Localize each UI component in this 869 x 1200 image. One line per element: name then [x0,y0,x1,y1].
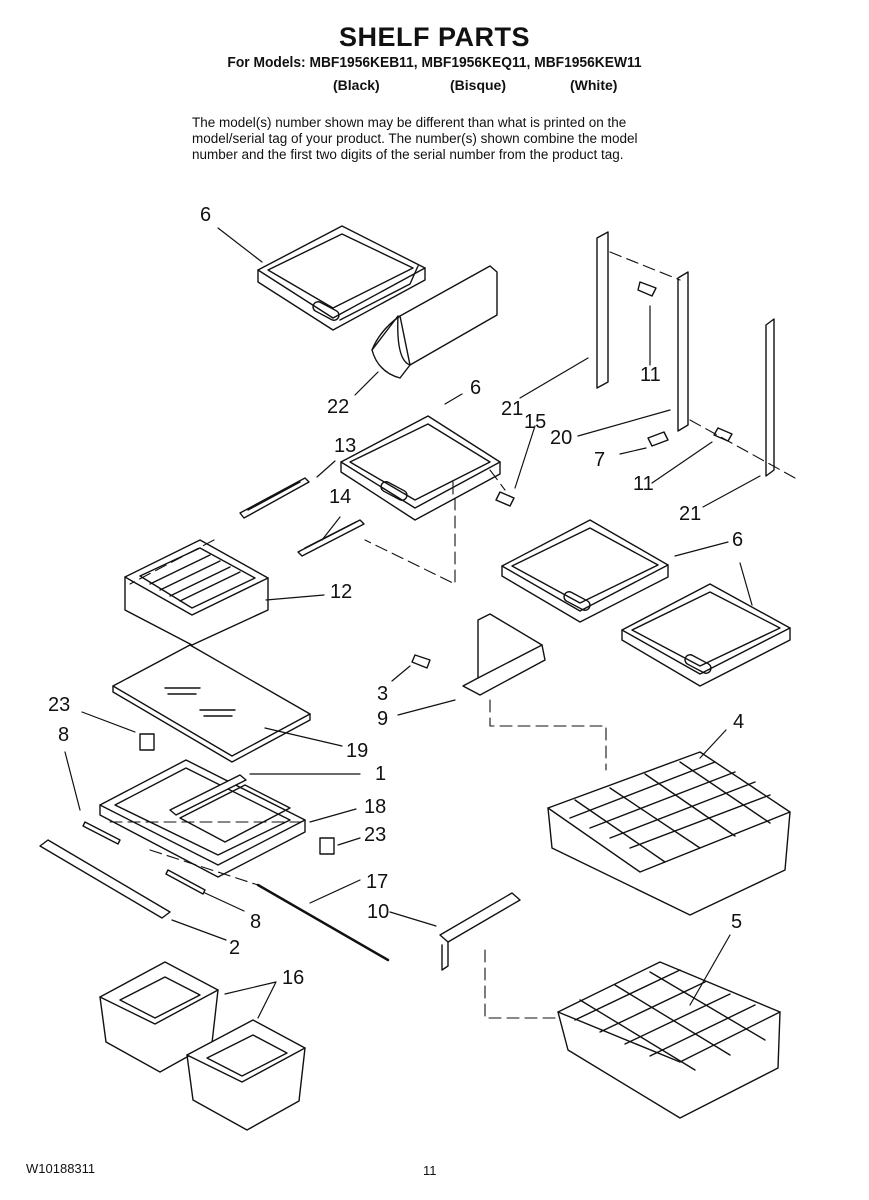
shelf-part-6-middle [340,415,501,521]
clip-part-23-right [319,837,335,855]
wire-basket-part-4 [547,751,791,916]
trim-part-2 [39,839,171,919]
callout-4: 4 [733,711,745,733]
slide-rail-part-14 [297,519,365,557]
screw-part-15 [495,491,515,507]
callout-19: 19 [346,740,369,762]
bracket-part-9 [462,613,546,696]
variant-bisque: (Bisque) [450,77,506,93]
slide-rail-part-13 [239,477,310,519]
callout-10: 10 [367,901,390,923]
screw-part-7 [647,431,669,447]
callout-22: 22 [327,396,350,418]
callout-6-middle: 6 [470,377,482,399]
callout-16: 16 [282,967,305,989]
callout-6-top: 6 [200,204,212,226]
callout-9: 9 [377,708,389,730]
callout-18: 18 [364,796,387,818]
model-note: The model(s) number shown may be differe… [192,115,712,163]
callout-7: 7 [594,449,606,471]
variant-white: (White) [570,77,618,93]
screw-part-11-upper [637,281,657,297]
wire-basket-part-5 [557,961,781,1119]
tray-assembly-part-18 [99,759,306,878]
callout-11-lower: 11 [633,473,654,495]
deflector-part-22 [371,265,498,379]
callout-5: 5 [731,911,743,933]
callout-21-right: 21 [679,503,702,525]
page-title: SHELF PARTS [338,22,530,52]
shelf-part-6-top [257,225,426,331]
rail-part-21-right [765,318,775,477]
callout-23-right: 23 [364,824,387,846]
bin-part-16-upper [99,961,219,1073]
rod-part-17 [256,883,390,962]
variant-black: (Black) [333,77,380,93]
callout-8-right: 8 [250,911,262,933]
rail-part-20 [677,271,689,432]
callout-6-right-upper: 6 [732,529,744,551]
leader-lines [64,227,761,1019]
callout-13: 13 [334,435,357,457]
slide-part-8-left [82,821,121,845]
page-number: 11 [423,1163,437,1178]
screw-part-3 [411,654,431,669]
callout-2: 2 [229,937,241,959]
note-line: number and the first two digits of the s… [192,147,624,162]
shelf-part-6-right-lower [621,583,791,687]
callout-20: 20 [550,427,573,449]
callout-11-upper: 11 [640,364,661,386]
models-line: For Models: MBF1956KEB11, MBF1956KEQ11, … [227,54,642,71]
note-line: model/serial tag of your product. The nu… [192,131,638,146]
clip-part-23-left [139,733,155,751]
callout-21-left: 21 [501,398,524,420]
callout-14: 14 [329,486,352,508]
callout-12: 12 [330,581,353,603]
rail-part-21-left [596,231,609,389]
glass-shelf-part-19 [112,644,311,763]
dashed-connectors [109,251,796,1019]
note-line: The model(s) number shown may be differe… [192,115,627,130]
callout-8-left: 8 [58,724,70,746]
drawer-part-12 [124,539,269,646]
callout-3: 3 [377,683,389,705]
callout-1: 1 [375,763,387,785]
callout-23-left: 23 [48,694,71,716]
shelf-part-6-right-upper [501,519,669,623]
bin-part-16-lower [186,1019,306,1131]
callout-15: 15 [524,411,547,433]
callout-17: 17 [366,871,389,893]
bracket-part-10 [439,892,521,971]
document-number: W10188311 [26,1161,96,1176]
slide-part-8-right [165,869,206,895]
